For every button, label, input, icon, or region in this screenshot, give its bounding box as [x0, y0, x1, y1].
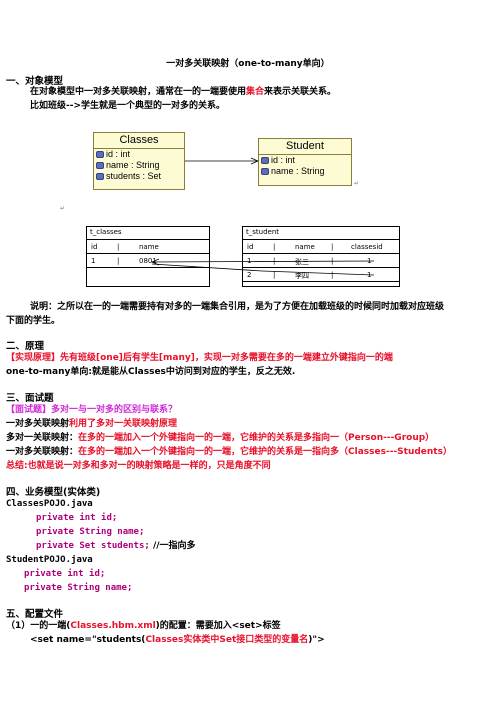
attribute-icon: [261, 157, 269, 165]
uml-attribute: students : Set: [94, 171, 184, 182]
section-5-heading: 五、配置文件: [6, 609, 64, 620]
config-line-1: （1）一的一端(Classes.hbm.xml)的配置：需要加入<set>标签: [6, 620, 281, 632]
table-cell: 0801: [139, 257, 157, 265]
note-line-1: 说明：之所以在一的一端需要持有对多的一端集合引用，是为了方便在加载班级的时候同时…: [30, 302, 445, 312]
page-title: 一对多关联映射（one-to-many单向）: [166, 59, 330, 69]
attribute-icon: [96, 173, 104, 181]
text-run: 在多的一端加入一个外键指向一的一端，它维护的关系是多指向一（Person---G…: [78, 433, 435, 443]
text-run: )的配置：需要加入<set>标签: [155, 621, 281, 631]
uml-class-student: Student id : int name : String: [258, 138, 352, 186]
section-3-heading: 三、面试题: [6, 393, 54, 404]
code-comment: //一指向多: [152, 541, 196, 551]
table-cell: 2: [247, 271, 252, 279]
text-run: Classes.hbm.xml: [70, 621, 156, 631]
uml-class-name: Classes: [94, 133, 184, 149]
text-run: 一对多关联映射: [6, 419, 70, 429]
column-divider: |: [117, 243, 120, 251]
table-caption: t_classes: [90, 228, 122, 236]
text-run: )">: [308, 635, 325, 645]
table-cell: 1: [91, 257, 96, 265]
uml-class-classes: Classes id : int name : String students …: [93, 132, 185, 190]
summary-line: 总结:也就是说一对多和多对一的映射策略是一样的，只是角度不同: [6, 461, 271, 471]
column-divider: |: [331, 271, 334, 279]
paragraph-mark: ↵: [60, 205, 66, 212]
table-header: id: [91, 243, 98, 251]
config-line-2: <set name="students(Classes实体类中Set接口类型的变…: [30, 634, 325, 646]
text-run: private Set students;: [36, 541, 150, 551]
table-caption: t_student: [246, 228, 280, 236]
db-table-classes: t_classes id | name 1 | 0801: [86, 226, 210, 287]
section-2-heading: 二、原理: [6, 341, 45, 352]
column-divider: |: [273, 257, 276, 265]
principle-line: 【实现原理】先有班级[one]后有学生[many]，实现一对多需要在多的一端建立…: [6, 353, 393, 363]
note-line-2: 下面的学生。: [6, 316, 61, 326]
code-line: private Set students; //一指向多: [36, 540, 196, 552]
code-line: private String name;: [36, 527, 145, 537]
code-line: private String name;: [24, 583, 133, 593]
section-1-heading: 一、对象模型: [6, 76, 64, 87]
column-divider: |: [331, 243, 334, 251]
attribute-icon: [261, 168, 269, 176]
paragraph-mark: ↵: [354, 180, 360, 187]
db-table-student: t_student id | name | classesid 1 | 张三 |…: [242, 226, 400, 287]
table-header: id: [247, 243, 254, 251]
attribute-icon: [96, 151, 104, 159]
table-header: classesid: [351, 243, 383, 251]
table-header: name: [139, 243, 159, 251]
column-divider: |: [273, 271, 276, 279]
text-run: 多对一关联映射：: [6, 433, 79, 443]
table-cell: 李四: [295, 272, 309, 280]
text-run: 一对多关联映射：: [6, 447, 79, 457]
section-1-paragraph-1: 在对象模型中一对多关联映射，通常在一的一端要使用集合来表示关联关系。: [30, 86, 336, 98]
uml-attribute: name : String: [259, 166, 351, 177]
uml-attribute: id : int: [259, 155, 351, 166]
column-divider: |: [273, 243, 276, 251]
text-run: 在多的一端加入一个外键指向一的一端，它维护的关系是一指向多（Classes---…: [78, 447, 452, 457]
code-line: private int id;: [36, 513, 118, 523]
column-divider: |: [117, 257, 120, 265]
answer-line-2: 多对一关联映射：在多的一端加入一个外键指向一的一端，它维护的关系是多指向一（Pe…: [6, 432, 434, 444]
class-file-name: ClassesPOJO.java: [6, 499, 93, 509]
interview-question: 【面试题】多对一与一对多的区别与联系？: [6, 405, 178, 415]
one-to-many-description: one-to-many单向:就是能从Classes中访问到对应的学生，反之无效.: [6, 367, 296, 377]
text-run: <set name="students(: [30, 635, 146, 645]
uml-attribute: id : int: [94, 149, 184, 160]
table-cell: 1: [247, 257, 252, 265]
code-line: private int id;: [24, 569, 106, 579]
text-run: 利用了多对一关联映射原理: [69, 419, 178, 429]
uml-attribute: name : String: [94, 160, 184, 171]
text-run: 来表示关联关系。: [264, 87, 337, 97]
answer-line-1: 一对多关联映射利用了多对一关联映射原理: [6, 418, 177, 430]
uml-class-name: Student: [259, 139, 351, 155]
table-header: name: [295, 243, 315, 251]
text-run: Classes实体类中Set接口类型的变量名: [145, 635, 309, 645]
attribute-icon: [96, 162, 104, 170]
text-run: 在对象模型中一对多关联映射，通常在一的一端要使用: [30, 87, 247, 97]
highlight-collection: 集合: [246, 87, 265, 97]
section-1-paragraph-2: 比如班级-->学生就是一个典型的一对多的关系。: [30, 101, 226, 111]
text-run: （1）一的一端(: [6, 621, 71, 631]
section-4-heading: 四、业务模型(实体类): [6, 487, 101, 498]
class-file-name: StudentPOJO.java: [6, 555, 93, 565]
answer-line-3: 一对多关联映射：在多的一端加入一个外键指向一的一端，它维护的关系是一指向多（Cl…: [6, 446, 452, 458]
table-cell: 张三: [295, 258, 309, 266]
